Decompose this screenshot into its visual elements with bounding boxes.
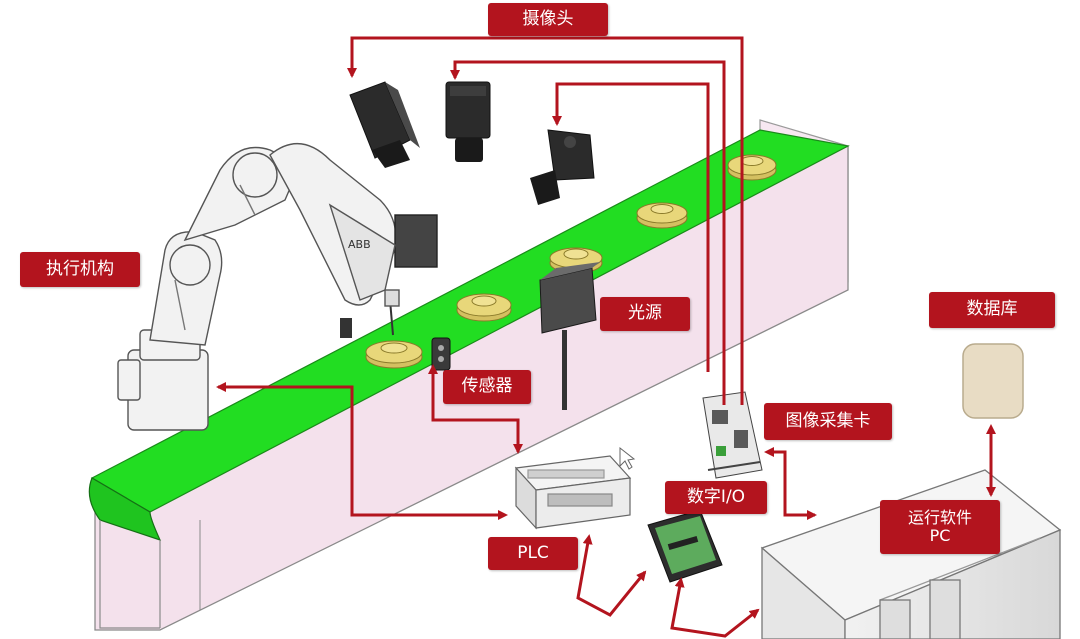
robot-arm-icon: ABB: [117, 142, 438, 431]
camera-icon: [349, 81, 420, 168]
database-icon: [962, 343, 1024, 419]
workpiece: [365, 340, 423, 369]
label-software-line2: PC: [929, 526, 951, 545]
arrow-camera3: [552, 82, 710, 372]
camera-icon: [445, 81, 491, 162]
workpiece: [636, 202, 688, 229]
arrow-plc-io: [576, 534, 647, 617]
camera-icon: [530, 129, 595, 205]
workpiece: [727, 154, 777, 181]
pc-tower-icon: [760, 469, 1062, 639]
connector-arrows: [216, 36, 996, 638]
cursor-icon: [619, 446, 636, 470]
label-camera: 摄像头: [488, 3, 608, 36]
arrow-camera2: [450, 60, 726, 405]
workpieces: [365, 154, 777, 369]
sensor-icon: [431, 337, 451, 371]
conveyor-frame: [99, 520, 160, 629]
label-digital-io: 数字I/O: [665, 481, 767, 514]
proximity-sensor: [340, 318, 352, 338]
io-board-icon: [647, 509, 723, 583]
label-plc: PLC: [488, 537, 578, 570]
arrow-camera1: [347, 36, 744, 405]
capture-card-icon: [702, 391, 763, 479]
arrow-plc-actuator: [216, 382, 508, 520]
light-source-icon: [539, 262, 600, 410]
label-sensor: 传感器: [443, 370, 531, 404]
label-software-pc: 运行软件 PC: [880, 500, 1000, 554]
label-capture-card: 图像采集卡: [764, 403, 892, 440]
label-software-line1: 运行软件: [907, 507, 972, 527]
label-database: 数据库: [929, 292, 1055, 328]
svg-text:ABB: ABB: [348, 238, 371, 251]
arrow-io-pc: [670, 577, 760, 638]
arrow-sensor-plc: [428, 364, 523, 454]
label-actuator: 执行机构: [20, 252, 140, 287]
arrow-card-pc: [764, 447, 817, 520]
label-light-source: 光源: [600, 297, 690, 331]
plc-icon: [514, 455, 632, 530]
workpiece: [456, 293, 512, 322]
